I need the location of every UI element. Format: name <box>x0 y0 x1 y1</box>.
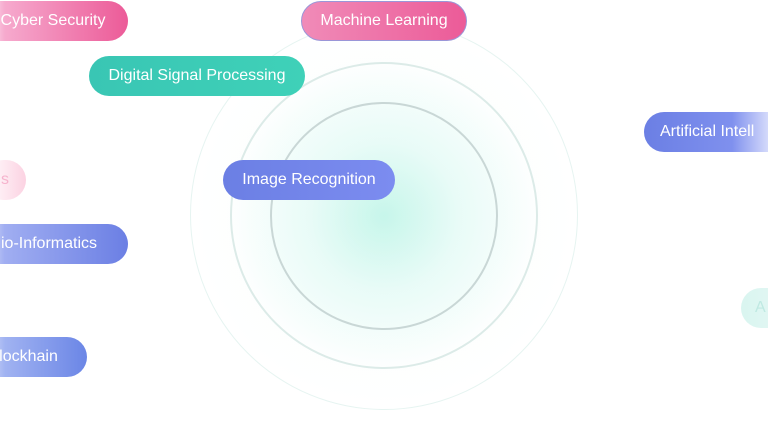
tag-blockchain[interactable]: lockhain <box>0 337 87 377</box>
tag-label: Digital Signal Processing <box>108 67 286 84</box>
tag-bio-informatics[interactable]: io-Informatics <box>0 224 128 264</box>
inner-ring <box>270 102 498 330</box>
tag-label: s <box>1 171 9 188</box>
tag-label: Artificial Intell <box>660 123 755 140</box>
tag-label: Machine Learning <box>320 12 448 29</box>
tag-label: Cyber Security <box>0 12 106 29</box>
tag-label: lockhain <box>0 348 58 365</box>
tag-label: Image Recognition <box>242 171 376 188</box>
middle-ring <box>230 62 538 369</box>
tag-machine-learning[interactable]: Machine Learning <box>301 1 467 41</box>
tag-digital-signal-processing[interactable]: Digital Signal Processing <box>89 56 305 96</box>
tag-teal-partial[interactable]: A <box>741 288 768 328</box>
tag-label: io-Informatics <box>0 235 98 252</box>
tag-image-recognition[interactable]: Image Recognition <box>223 160 395 200</box>
tag-cyber-security[interactable]: Cyber Security <box>0 1 128 41</box>
tag-pink-partial[interactable]: s <box>0 160 26 200</box>
tag-label: A <box>755 299 766 316</box>
tag-artificial-intelligence[interactable]: Artificial Intell <box>644 112 768 152</box>
